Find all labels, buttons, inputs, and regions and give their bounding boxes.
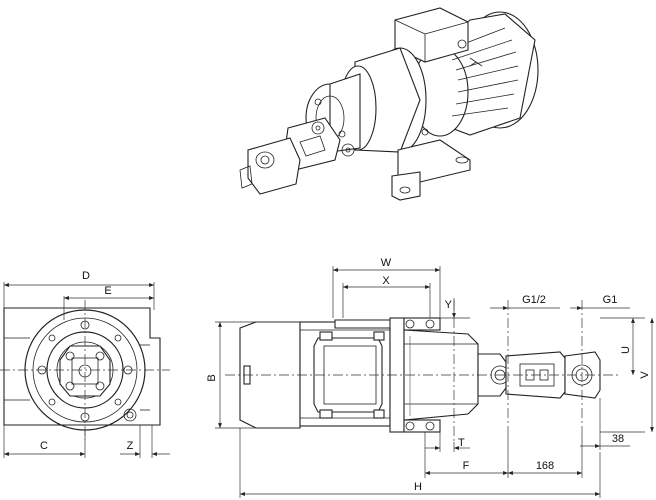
side-view: [225, 300, 620, 442]
front-view: [0, 300, 170, 440]
dim-label-W: W: [381, 257, 392, 269]
dim-label-D: D: [82, 270, 90, 282]
front-dimensions: D E C Z: [3, 270, 170, 458]
dim-label-E: E: [104, 285, 111, 297]
dim-label-B: B: [206, 374, 218, 381]
dim-label-V: V: [639, 371, 651, 379]
dim-label-T: T: [458, 437, 465, 449]
iso-pump: [239, 117, 355, 195]
isometric-view: [239, 7, 539, 201]
dim-label-Z: Z: [127, 440, 134, 452]
dim-label-H: H: [414, 481, 422, 493]
side-dimensions: W X Y G1/2 G1 B U V T: [206, 257, 654, 498]
dim-label-G1: G1: [603, 294, 618, 306]
dim-label-C: C: [40, 440, 48, 452]
iso-motor: [394, 7, 539, 137]
dim-label-U: U: [620, 346, 632, 354]
dim-label-G1-2: G1/2: [522, 294, 546, 306]
dim-label-168: 168: [536, 460, 554, 472]
dim-label-Y: Y: [445, 299, 453, 311]
dim-label-X: X: [382, 275, 390, 287]
dim-label-F: F: [463, 460, 470, 472]
dim-label-38: 38: [612, 433, 624, 445]
